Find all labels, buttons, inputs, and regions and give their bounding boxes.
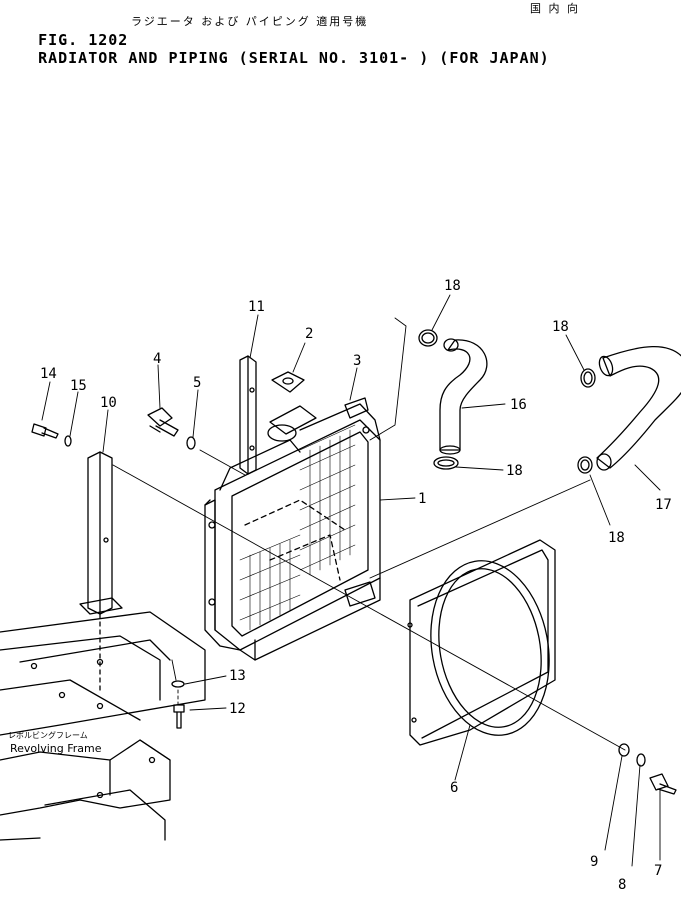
callout-12: 12 bbox=[229, 701, 246, 717]
radiator-cap bbox=[271, 371, 305, 393]
revolving-frame bbox=[0, 611, 206, 841]
japanese-title: ラジエータ および パイピング 適用号機 国 内 向 bbox=[120, 0, 660, 42]
hose-17 bbox=[596, 345, 681, 471]
callout-4: 4 bbox=[153, 351, 161, 367]
frame-label-english: Revolving Frame bbox=[10, 742, 102, 755]
callout-8: 8 bbox=[618, 877, 626, 893]
washer-15 bbox=[64, 435, 72, 447]
callout-numbers: 1 2 3 4 5 6 7 8 9 10 11 12 13 14 15 16 1… bbox=[40, 278, 672, 893]
washer-13 bbox=[171, 680, 185, 688]
japanese-title-text: ラジエータ および パイピング 適用号機 bbox=[131, 15, 369, 28]
callout-18-right: 18 bbox=[552, 319, 569, 335]
callout-14: 14 bbox=[40, 366, 57, 382]
o-ring bbox=[186, 436, 196, 450]
washer-9 bbox=[618, 743, 630, 757]
japanese-country-text: 国 内 向 bbox=[530, 2, 580, 15]
callout-15: 15 bbox=[70, 378, 87, 394]
callout-18-top: 18 bbox=[444, 278, 461, 294]
callout-9: 9 bbox=[590, 854, 598, 870]
callout-13: 13 bbox=[229, 668, 246, 684]
callout-3: 3 bbox=[353, 353, 361, 369]
hose-16 bbox=[439, 338, 488, 455]
callout-6: 6 bbox=[450, 780, 458, 796]
callout-18-bottom: 18 bbox=[608, 530, 625, 546]
bolt-7 bbox=[649, 773, 677, 795]
callout-2: 2 bbox=[305, 326, 313, 342]
callout-5: 5 bbox=[193, 375, 201, 391]
callout-7: 7 bbox=[654, 863, 662, 879]
frame-label-japanese: レボルビングフレーム bbox=[8, 730, 88, 740]
bolt-14 bbox=[31, 423, 59, 439]
callout-17: 17 bbox=[655, 497, 672, 513]
bracket-10 bbox=[79, 451, 123, 691]
leader-lines bbox=[41, 294, 661, 867]
frame-label: レボルビングフレーム Revolving Frame bbox=[8, 730, 102, 755]
callout-10: 10 bbox=[100, 395, 117, 411]
figure-title-text: RADIATOR AND PIPING (SERIAL NO. 3101- ) … bbox=[38, 49, 550, 67]
callout-16: 16 bbox=[510, 397, 527, 413]
washer-8 bbox=[636, 753, 646, 767]
hose-clamps bbox=[418, 329, 596, 474]
figure-title: FIG. 1202 RADIATOR AND PIPING (SERIAL NO… bbox=[18, 13, 550, 67]
assembly-lines bbox=[112, 317, 626, 751]
callout-11: 11 bbox=[248, 299, 265, 315]
drain-valve bbox=[147, 407, 179, 437]
callout-1: 1 bbox=[418, 491, 426, 507]
bolt-12 bbox=[173, 704, 185, 729]
radiator bbox=[204, 397, 381, 661]
callout-18-lower: 18 bbox=[506, 463, 523, 479]
figure-number: FIG. 1202 bbox=[38, 31, 129, 49]
radiator-core-hatch bbox=[239, 424, 356, 631]
fan-shroud bbox=[407, 539, 556, 746]
